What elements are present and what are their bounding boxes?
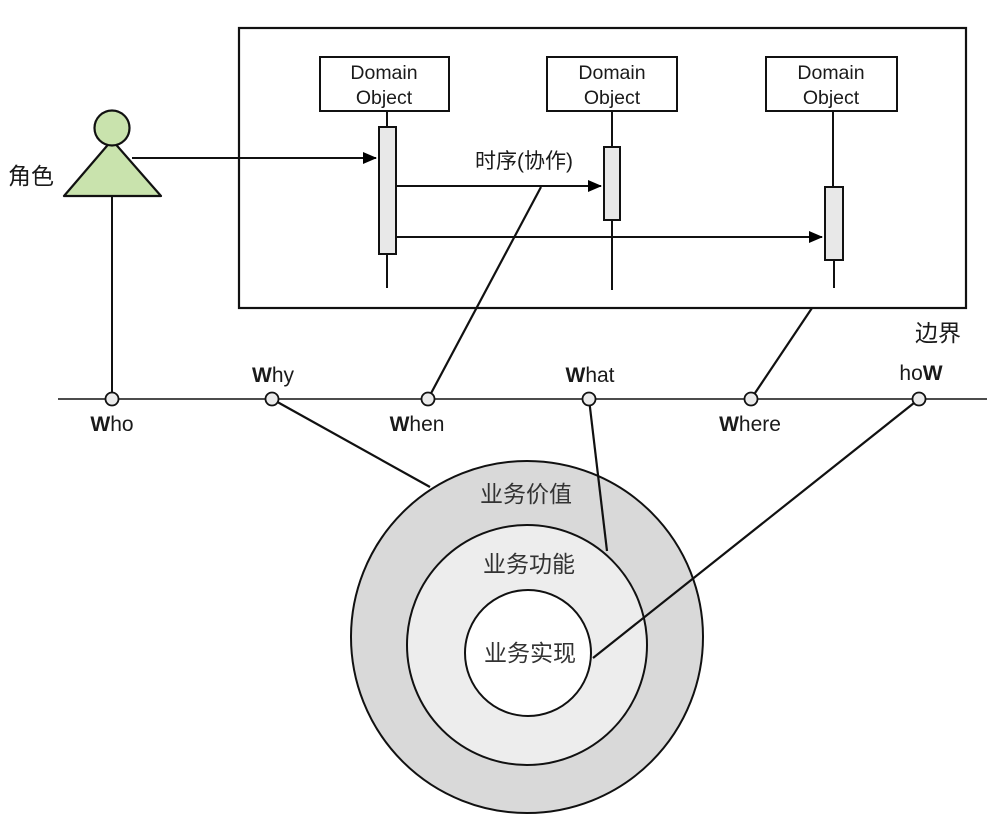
activation-bar-1 [378, 126, 397, 255]
ring-label-business-implementation: 业务实现 [484, 640, 576, 666]
collaboration-label: 时序(协作) [475, 150, 573, 173]
timeline-point-who [104, 391, 120, 407]
actor-label: 角色 [8, 163, 54, 189]
timeline-point-what [581, 391, 597, 407]
timeline-point-why [264, 391, 280, 407]
ring-label-business-value: 业务价值 [480, 481, 572, 507]
domain-object-1-label-line2: Object [356, 87, 413, 109]
domain-object-3-label-line1: Domain [797, 62, 864, 84]
domain-object-2-label-line2: Object [584, 87, 641, 109]
annotation-line-why-to-outer-ring [271, 398, 431, 488]
domain-object-2-box [546, 56, 678, 112]
ring-inner-business-implementation [464, 589, 592, 717]
annotation-line-when-to-sequence [427, 186, 542, 400]
timeline-label-how: hoW [899, 362, 942, 385]
timeline-point-where [743, 391, 759, 407]
domain-object-3: Domain Object [765, 56, 898, 112]
domain-object-3-box [765, 56, 898, 112]
domain-object-1: Domain Object [319, 56, 450, 112]
actor-body [62, 138, 163, 198]
activation-bar-2 [603, 146, 621, 221]
timeline-point-when [420, 391, 436, 407]
domain-object-1-box [319, 56, 450, 112]
domain-object-3-label-line2: Object [803, 87, 860, 109]
actor-head [93, 109, 131, 147]
timeline-label-what: What [565, 364, 614, 387]
timeline-label-why: Why [252, 364, 295, 387]
domain-object-2-label-line1: Domain [578, 62, 645, 84]
domain-object-1-label-line1: Domain [350, 62, 417, 84]
timeline-label-when: When [390, 413, 445, 436]
actor-figure [62, 109, 163, 198]
annotation-line-what-to-middle-ring [587, 398, 609, 552]
boundary-label: 边界 [915, 320, 961, 346]
ring-label-business-function: 业务功能 [483, 551, 575, 577]
annotation-line-how-to-inner-ring [592, 398, 920, 659]
activation-bar-3 [824, 186, 844, 261]
timeline-label-where: Where [719, 413, 781, 436]
timeline-point-how [911, 391, 927, 407]
timeline-label-who: Who [90, 413, 133, 436]
annotation-line-where-to-boundary [750, 307, 813, 400]
domain-object-2: Domain Object [546, 56, 678, 112]
